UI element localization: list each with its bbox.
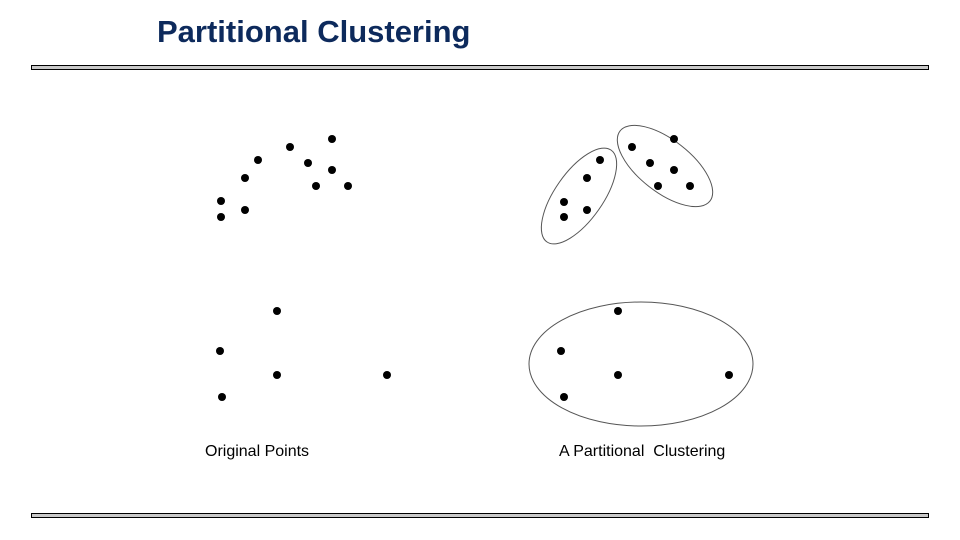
original-points-group bbox=[216, 135, 391, 401]
original-point bbox=[216, 347, 224, 355]
original-point bbox=[273, 371, 281, 379]
cluster-ellipse bbox=[616, 124, 714, 208]
original-point bbox=[344, 182, 352, 190]
original-point bbox=[328, 166, 336, 174]
cluster-3 bbox=[528, 301, 754, 427]
cluster-point bbox=[614, 307, 622, 315]
cluster-ellipse bbox=[540, 147, 618, 245]
cluster-2 bbox=[616, 124, 714, 208]
cluster-1 bbox=[540, 147, 618, 245]
cluster-point bbox=[614, 371, 622, 379]
cluster-point bbox=[560, 213, 568, 221]
original-point bbox=[218, 393, 226, 401]
original-point bbox=[241, 174, 249, 182]
original-point bbox=[328, 135, 336, 143]
cluster-point bbox=[628, 143, 636, 151]
cluster-point bbox=[725, 371, 733, 379]
original-point bbox=[254, 156, 262, 164]
original-point bbox=[286, 143, 294, 151]
original-point bbox=[217, 213, 225, 221]
partitional-clusters-group bbox=[528, 124, 754, 427]
cluster-point bbox=[646, 159, 654, 167]
original-point bbox=[312, 182, 320, 190]
cluster-point bbox=[686, 182, 694, 190]
cluster-point bbox=[560, 393, 568, 401]
caption-partitional-clustering: A Partitional Clustering bbox=[559, 443, 726, 460]
original-point bbox=[217, 197, 225, 205]
cluster-point bbox=[583, 174, 591, 182]
cluster-point bbox=[670, 135, 678, 143]
bottom-divider bbox=[31, 513, 929, 518]
cluster-ellipse bbox=[528, 301, 754, 427]
original-point bbox=[273, 307, 281, 315]
original-point bbox=[383, 371, 391, 379]
cluster-point bbox=[557, 347, 565, 355]
slide-title: Partitional Clustering bbox=[157, 14, 471, 49]
cluster-point bbox=[654, 182, 662, 190]
caption-original-points: Original Points bbox=[205, 443, 310, 460]
original-point bbox=[241, 206, 249, 214]
top-divider bbox=[31, 65, 929, 70]
cluster-point bbox=[670, 166, 678, 174]
cluster-point bbox=[560, 198, 568, 206]
cluster-point bbox=[583, 206, 591, 214]
cluster-point bbox=[596, 156, 604, 164]
original-point bbox=[304, 159, 312, 167]
